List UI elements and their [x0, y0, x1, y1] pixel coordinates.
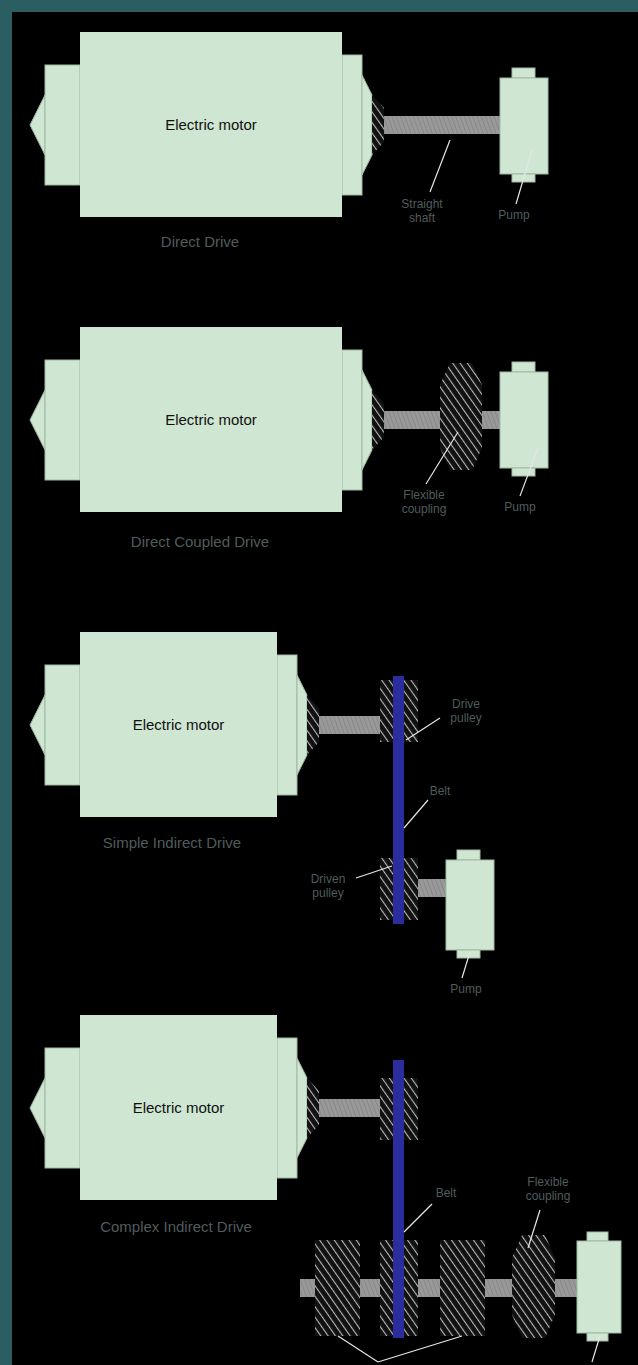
part-label: Straight shaft: [392, 198, 452, 226]
part-label: Pump: [436, 983, 496, 997]
motor-label: Electric motor: [165, 116, 257, 133]
pump-tab: [512, 362, 535, 372]
leader-line: [592, 1336, 600, 1362]
flexible-coupling: [512, 1235, 555, 1338]
part-label: Flexible coupling: [513, 1176, 583, 1204]
pump: [500, 78, 548, 174]
leader-line: [528, 1210, 540, 1248]
frame-band: [0, 0, 12, 1365]
drive-title: Direct Drive: [161, 233, 239, 250]
motor-body: Electric motor: [80, 327, 342, 512]
straight-shaft: [384, 116, 502, 134]
motor-body: Electric motor: [80, 32, 342, 217]
pump-tab: [587, 1333, 608, 1341]
leader-line: [520, 448, 538, 496]
part-label: Pump: [490, 501, 550, 515]
leader-line: [430, 140, 450, 192]
bearing-housing: [372, 95, 384, 155]
leader-line: [426, 432, 458, 484]
shaft: [418, 879, 446, 897]
leader-line: [378, 1336, 462, 1362]
motor-flange: [297, 1058, 307, 1158]
belt: [393, 676, 404, 924]
leader-line: [356, 866, 392, 878]
motor-label: Electric motor: [133, 1099, 225, 1116]
leader-line: [404, 800, 428, 828]
motor-endcap: [342, 350, 362, 490]
motor-flange: [362, 75, 372, 175]
motor-nose: [30, 1078, 45, 1138]
motor-endcap: [45, 65, 80, 185]
motor-label: Electric motor: [165, 411, 257, 428]
pump: [446, 860, 494, 950]
leader-line: [406, 718, 440, 740]
motor-flange: [362, 370, 372, 470]
drive-title: Direct Coupled Drive: [131, 533, 269, 550]
motor-endcap: [277, 655, 297, 795]
motor-label: Electric motor: [133, 716, 225, 733]
leader-line: [338, 1336, 378, 1362]
shaft: [319, 1099, 381, 1117]
motor-nose: [30, 95, 45, 155]
motor-endcap: [45, 1048, 80, 1168]
pump-tab: [587, 1232, 608, 1241]
bearing-housing: [307, 1078, 319, 1138]
motor-nose: [30, 695, 45, 755]
pump-tab: [512, 468, 535, 476]
part-label: Flexible coupling: [389, 489, 459, 517]
part-label: Driven pulley: [298, 873, 358, 901]
pump: [577, 1241, 621, 1333]
motor-endcap: [277, 1038, 297, 1178]
part-label: Pump: [484, 209, 544, 223]
part-label: Belt: [410, 785, 470, 799]
pulley: [440, 1240, 485, 1336]
pump-tab: [457, 850, 480, 860]
shaft: [319, 716, 381, 734]
motor-nose: [30, 390, 45, 450]
motor-flange: [297, 675, 307, 775]
leader-line: [516, 150, 532, 204]
part-label: Drive pulley: [436, 698, 496, 726]
flexible-coupling: [440, 363, 482, 470]
drive-title: Complex Indirect Drive: [100, 1218, 252, 1235]
leader-line: [462, 952, 470, 978]
motor-endcap: [342, 55, 362, 195]
pulley: [315, 1240, 360, 1336]
pump: [500, 372, 548, 468]
motor-body: Electric motor: [80, 632, 277, 817]
motor-body: Electric motor: [80, 1015, 277, 1200]
belt: [393, 1060, 404, 1338]
frame-band: [0, 0, 638, 12]
motor-endcap: [45, 665, 80, 785]
leader-line: [404, 1204, 432, 1232]
drive-title: Simple Indirect Drive: [103, 834, 241, 851]
motor-endcap: [45, 360, 80, 480]
bearing-housing: [307, 695, 319, 755]
bearing-housing: [372, 390, 384, 450]
part-label: Belt: [416, 1187, 476, 1201]
pump-tab: [512, 68, 535, 78]
